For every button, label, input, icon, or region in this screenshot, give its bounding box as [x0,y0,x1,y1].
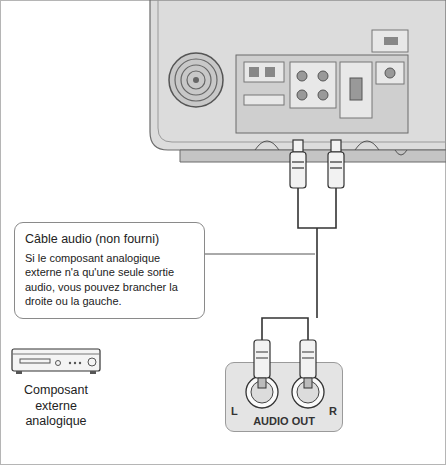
callout-title: Câble audio (non fourni) [25,232,194,246]
audio-out-panel: AUDIO OUTL R [225,362,343,432]
rca-plug-top [290,140,344,188]
node-text: Si le composant analogique externe n'a q… [25,251,194,308]
node-text: AUDIO OUT [226,415,342,427]
external-component: Composant externe analogique [8,343,104,430]
home-theater-rear [150,0,446,162]
callout-box: Câble audio (non fourni) Si le composant … [14,222,205,319]
node-text: Composant externe analogique [8,383,104,430]
channel-label: R [329,405,337,417]
device-icon [8,343,104,377]
leader-line [205,254,315,255]
audio-cable [262,188,336,340]
channel-label: L [231,405,238,417]
